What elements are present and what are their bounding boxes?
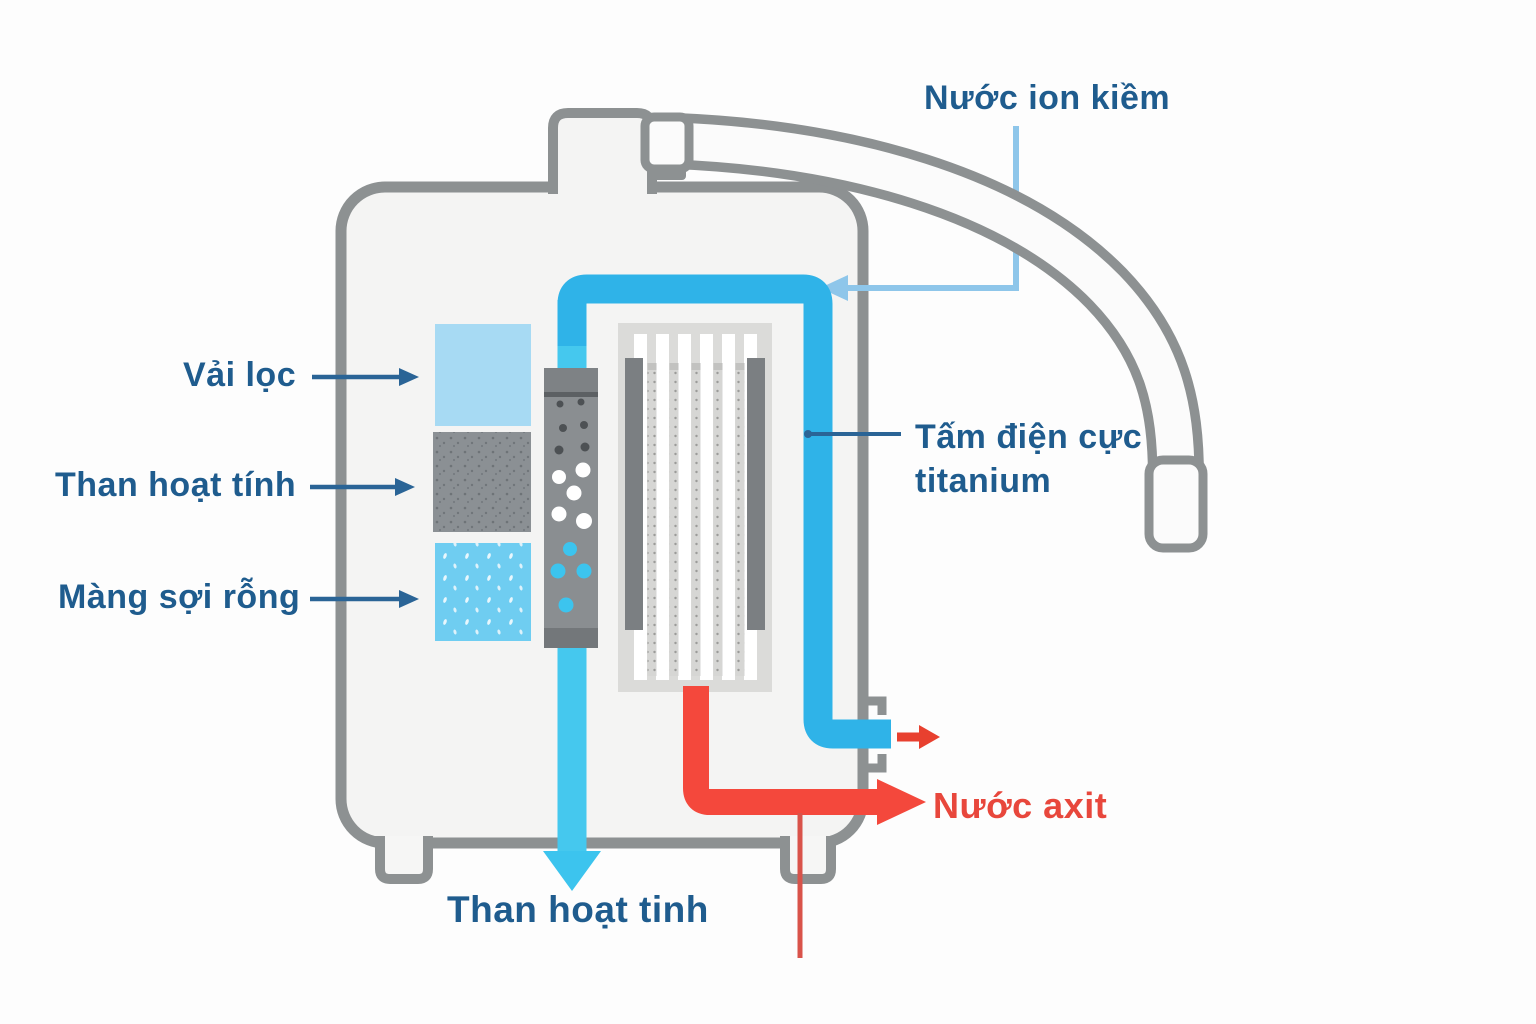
spout-connector <box>640 112 694 174</box>
electrode-plate-left <box>625 358 643 630</box>
vai-loc-leader-arrowhead <box>399 368 419 386</box>
machine-foot-left <box>375 836 433 884</box>
alkaline-leader-arrowhead <box>820 275 848 301</box>
than-hoat-tinh-leader-arrowhead <box>395 478 415 496</box>
label-tam-dien-cuc-line2: titanium <box>915 462 1052 500</box>
filter-squares <box>433 324 531 641</box>
electrode-leader-dot <box>804 430 812 438</box>
outlet-small-arrow-head <box>919 725 940 749</box>
label-tam-dien-cuc: Tấm điện cực titanium <box>915 415 1142 503</box>
filter-column <box>544 368 598 648</box>
outlet-small-arrow <box>897 725 940 749</box>
acid-pipe-group <box>683 686 926 958</box>
outlet-notch-top <box>864 696 887 715</box>
acid-pipe-arrowhead <box>877 779 926 825</box>
label-leaders <box>310 368 901 608</box>
spout-tube-inner <box>675 122 1195 479</box>
label-vai-loc: Vải lọc <box>183 356 297 394</box>
label-tam-dien-cuc-line1: Tấm điện cực <box>915 418 1143 456</box>
carbon-pipe-arrowhead <box>543 851 601 891</box>
label-nuoc-ion-kiem: Nước ion kiềm <box>924 79 1171 117</box>
activated-carbon-square <box>433 432 531 532</box>
hollow-fiber-square <box>435 543 531 641</box>
alkaline-leader-line <box>846 126 1019 291</box>
label-mang-soi-rong: Màng sợi rỗng <box>58 578 301 616</box>
filter-column-cap-line <box>544 392 598 397</box>
label-than-hoat-tinh-left: Than hoạt tính <box>55 466 297 504</box>
machine-top-bump <box>548 108 657 194</box>
filter-column-bottom-cap <box>544 628 598 648</box>
filter-column-dots <box>550 398 592 613</box>
outlet-notch <box>864 696 887 773</box>
electrode-plate-right <box>747 358 765 630</box>
spout-nozzle <box>1144 455 1208 553</box>
spout-group <box>640 112 1208 553</box>
machine-foot-right <box>780 836 836 884</box>
acid-pipe <box>683 686 877 815</box>
filter-column-top-cap <box>544 368 598 394</box>
mang-soi-rong-leader-arrowhead <box>399 590 419 608</box>
machine-body-group <box>335 108 869 884</box>
outlet-notch-bottom <box>864 754 887 773</box>
alkaline-pipe <box>557 274 891 749</box>
label-than-hoat-tinh-bottom: Than hoạt tinh <box>447 889 709 930</box>
label-nuoc-axit: Nước axit <box>933 785 1108 826</box>
electrode-mesh-plates <box>647 363 745 676</box>
filter-cloth-square <box>435 324 531 426</box>
electrode-cell <box>618 323 772 692</box>
alkaline-leader <box>820 126 1019 301</box>
